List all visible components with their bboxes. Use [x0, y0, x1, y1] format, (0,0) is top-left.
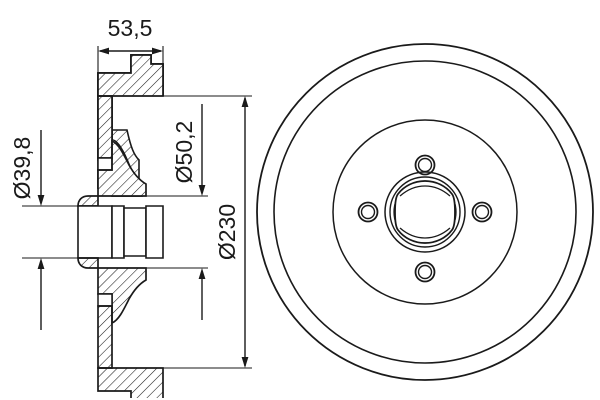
outer-arrow-top — [241, 96, 249, 107]
bolt-hole-top-inner — [417, 157, 433, 173]
bolt-hole-bottom-inner — [417, 264, 433, 280]
upper-outer-rim — [97, 54, 164, 97]
dimension-label-width: 53,5 — [108, 15, 153, 41]
face-inner-circle — [273, 60, 577, 364]
bolt-hole-left-outer — [357, 201, 379, 223]
face-outer-circle — [256, 43, 594, 381]
lower-groove — [97, 293, 113, 307]
bore-cavity-right — [123, 207, 147, 257]
bottom-mask — [0, 398, 600, 400]
face-bore-spline-top — [399, 185, 451, 197]
lower-outer-rim — [97, 367, 164, 400]
bore-cavity-outer — [145, 205, 164, 259]
dimension-label-bore: Ø39,8 — [9, 137, 35, 200]
width-arrow-left — [98, 47, 109, 55]
upper-groove — [97, 157, 113, 171]
hub-arrow-top — [198, 185, 206, 196]
hub-arrow-bottom — [198, 268, 206, 279]
dimension-hub: Ø50,2 — [140, 104, 208, 320]
bolt-hole-left-inner — [360, 204, 376, 220]
drawing-content: 53,5 Ø39,8 — [0, 15, 600, 400]
outer-arrow-bottom — [241, 357, 249, 368]
bolt-hole-bottom — [414, 261, 436, 283]
lower-hub-web — [77, 257, 147, 325]
bore-cavity-left — [77, 205, 113, 259]
face-bore-spline-bottom — [399, 227, 451, 239]
upper-hub-web — [77, 139, 147, 207]
face-view — [256, 43, 594, 381]
bolt-hole-bottom-outer — [414, 261, 436, 283]
cross-section-view — [0, 54, 600, 400]
bolt-hole-top-outer — [414, 154, 436, 176]
face-hub-plate-circle — [332, 119, 518, 305]
bore-arrow-top — [37, 195, 45, 206]
width-arrow-right — [152, 47, 163, 55]
dimension-bore: Ø39,8 — [9, 130, 80, 330]
bolt-hole-right-outer — [471, 201, 493, 223]
bore-cavity-mid — [111, 205, 125, 259]
dimension-label-outer: Ø230 — [214, 204, 240, 260]
section-geometry — [77, 54, 164, 400]
bolt-hole-top — [414, 154, 436, 176]
bore-arrow-bottom — [37, 258, 45, 269]
face-center-bore — [394, 180, 456, 244]
upper-drum-wall — [97, 95, 113, 159]
dimension-outer: Ø230 — [163, 95, 252, 369]
bolt-hole-right — [471, 201, 493, 223]
dimension-width: 53,5 — [97, 15, 164, 78]
lower-drum-wall — [97, 305, 113, 369]
bolt-hole-left — [357, 201, 379, 223]
bolt-hole-right-inner — [474, 204, 490, 220]
dimension-label-hub: Ø50,2 — [171, 121, 197, 184]
face-bore-ring-mid — [389, 176, 461, 248]
